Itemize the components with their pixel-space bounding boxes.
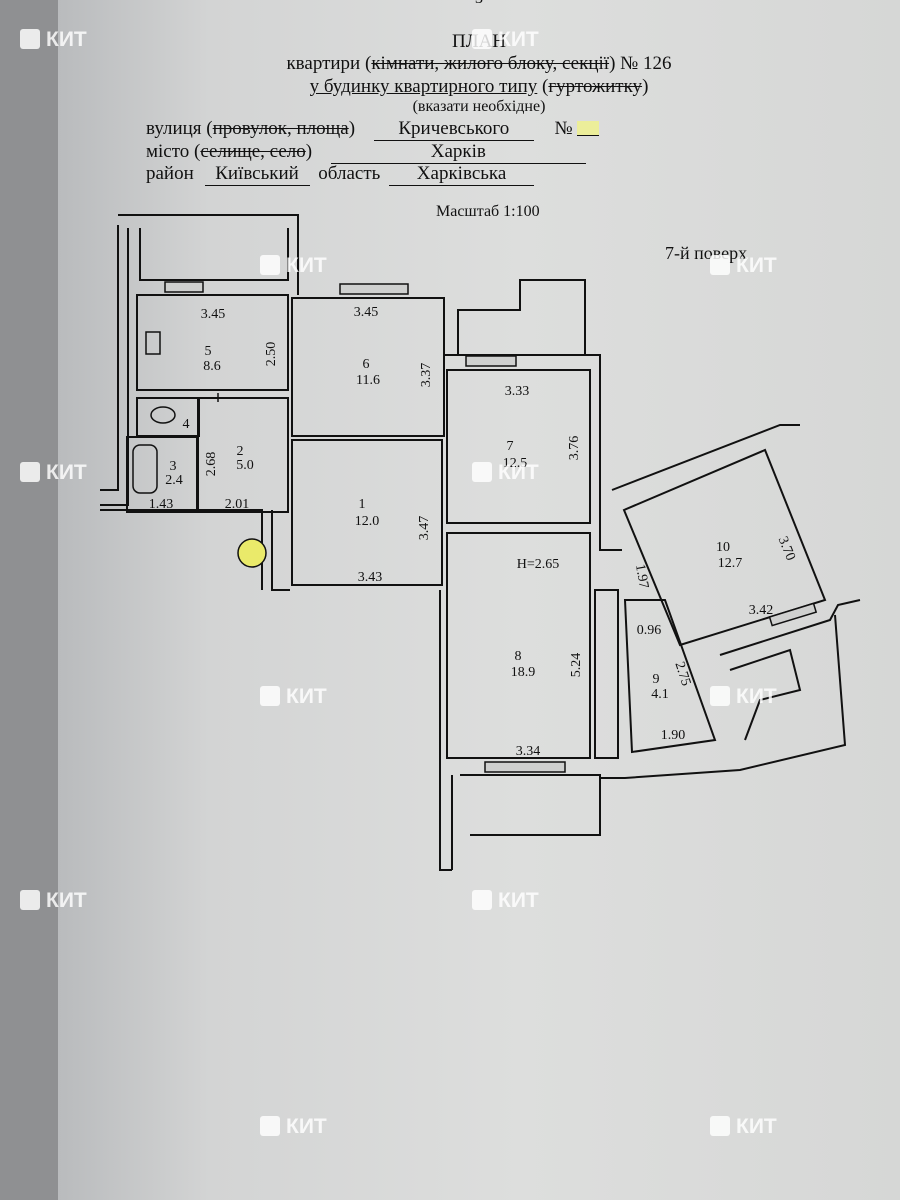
dim-room8-height: 5.24 (569, 653, 584, 678)
room-3-number: 3 (170, 459, 177, 474)
watermark-12: КИТ (710, 1115, 777, 1139)
district-value: Київський (204, 163, 310, 186)
page-number: 3 (58, 0, 900, 8)
kit-logo-icon (710, 686, 730, 706)
watermark-4: КИТ (710, 254, 777, 278)
kit-logo-icon (260, 1116, 280, 1136)
room-8-area: 18.9 (511, 665, 536, 680)
dim-room6-width: 3.45 (354, 305, 379, 320)
watermark-8: КИТ (710, 685, 777, 709)
room-8-number: 8 (515, 649, 522, 664)
watermark-9: КИТ (20, 889, 87, 913)
document-page: 3 ПЛАН квартири (кімнати, жилого блоку, … (58, 0, 900, 1200)
district-line: район Київський область Харківська (146, 163, 535, 186)
city-line: місто (селище, село) Харків (146, 141, 586, 164)
dim-room7-height: 3.76 (567, 436, 582, 461)
city-value: Харків (330, 141, 586, 164)
kit-logo-icon (472, 462, 492, 482)
room-2-number: 2 (237, 444, 244, 459)
kit-logo-icon (20, 890, 40, 910)
dim-room6-height: 3.37 (419, 363, 434, 388)
dim-room2-height: 2.68 (204, 452, 219, 477)
watermark-2: КИТ (472, 28, 539, 52)
watermark-1: КИТ (20, 28, 87, 52)
dim-room5-height: 2.50 (264, 342, 279, 367)
dim-room10-height: 3.70 (775, 535, 798, 563)
stove-icon (145, 331, 161, 355)
room-4-number: 4 (183, 417, 190, 432)
room-3-area: 2.4 (165, 473, 183, 488)
region-value: Харківська (389, 163, 535, 186)
room-1-area: 12.0 (355, 514, 380, 529)
dim-room10-width: 3.42 (749, 603, 774, 618)
plan-doors (217, 393, 443, 570)
house-type-line: у будинку квартирного типу (гуртожитку) (309, 76, 649, 97)
dim-room3-width: 1.43 (149, 497, 174, 512)
dim-room7-width: 3.33 (505, 384, 530, 399)
room-5-area: 8.6 (203, 359, 221, 374)
ceiling-height: H=2.65 (517, 557, 560, 572)
room-7-number: 7 (507, 439, 514, 454)
kit-logo-icon (260, 255, 280, 275)
watermark-5: КИТ (20, 461, 87, 485)
watermark-10: КИТ (472, 889, 539, 913)
room-9-area: 4.1 (651, 687, 669, 702)
room-5-number: 5 (205, 344, 212, 359)
watermark-11: КИТ (260, 1115, 327, 1139)
room-2-area: 5.0 (236, 458, 254, 473)
room-6-area: 11.6 (356, 373, 380, 388)
kit-logo-icon (472, 890, 492, 910)
dim-room1-width: 3.43 (358, 570, 383, 585)
riser-circle-icon (237, 538, 267, 568)
dim-room2-width: 2.01 (225, 497, 250, 512)
kit-logo-icon (472, 29, 492, 49)
dim-corridor-width: 1.97 (632, 563, 651, 590)
plan-windows (164, 281, 818, 773)
kit-logo-icon (260, 686, 280, 706)
kit-logo-icon (710, 1116, 730, 1136)
street-value: Кричевського (373, 118, 534, 141)
dim-room9-c: 1.90 (661, 728, 686, 743)
room-7-area: 12.5 (503, 456, 528, 471)
scale-label: Масштаб 1:100 (436, 203, 540, 220)
plan-fixtures (132, 331, 267, 568)
dim-room9-b: 2.75 (671, 660, 693, 688)
kit-logo-icon (710, 255, 730, 275)
watermark-6: КИТ (472, 461, 539, 485)
house-number-highlight (577, 121, 600, 136)
room-1-number: 1 (359, 497, 366, 512)
street-line: вулиця (провулок, площа) Кричевського № (146, 118, 600, 141)
dim-room9-a: 0.96 (637, 623, 662, 638)
watermark-7: КИТ (260, 685, 327, 709)
bathtub-icon (132, 444, 158, 494)
apartment-line: квартири (кімнати, жилого блоку, секції)… (286, 53, 672, 74)
room-10-number: 10 (716, 540, 730, 555)
kit-logo-icon (20, 462, 40, 482)
kit-logo-icon (20, 29, 40, 49)
dim-room5-width: 3.45 (201, 307, 226, 322)
watermark-3: КИТ (260, 254, 327, 278)
dim-room8-width: 3.34 (516, 744, 541, 759)
note-line: (вказати необхідне) (412, 98, 546, 115)
room-10-area: 12.7 (718, 556, 743, 571)
toilet-icon (150, 406, 176, 424)
room-6-number: 6 (363, 357, 370, 372)
room-9-number: 9 (653, 672, 660, 687)
dim-room1-height: 3.47 (417, 516, 432, 541)
